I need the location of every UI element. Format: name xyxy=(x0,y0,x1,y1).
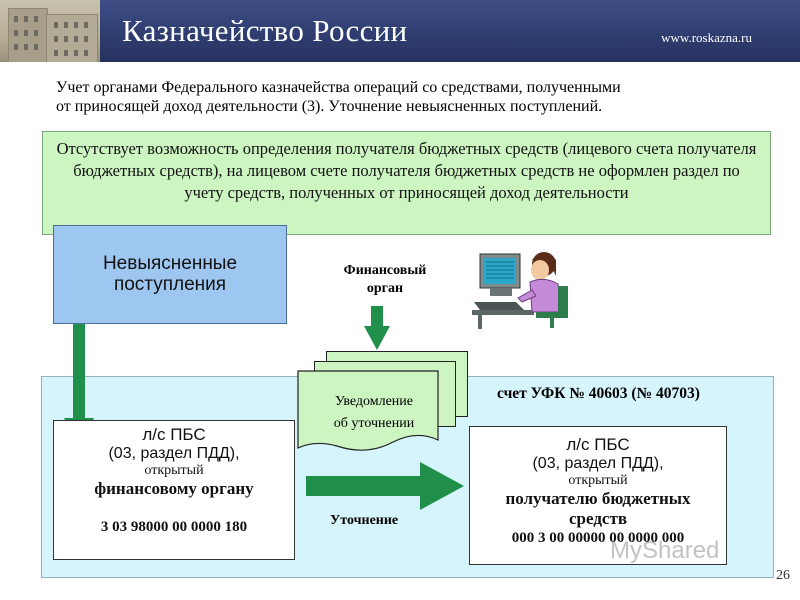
note-box: Отсутствует возможность определения полу… xyxy=(42,131,771,235)
right-account-box: л/с ПБС (03, раздел ПДД), открытый получ… xyxy=(469,426,727,565)
website-link[interactable]: www.roskazna.ru xyxy=(661,30,752,45)
right-account-code: 000 3 00 00000 00 0000 000 xyxy=(511,530,685,546)
right-account-ls: л/с ПБС xyxy=(566,435,630,454)
subtitle-line-1: Учет органами Федерального казначейства … xyxy=(56,79,621,96)
slide-subtitle: Учет органами Федерального казначейства … xyxy=(56,78,776,116)
header-title: Казначейство России xyxy=(122,13,408,48)
right-account-opened: открытый xyxy=(568,473,628,488)
financial-body-line-1: Финансовый xyxy=(343,263,427,278)
notice-document-icon xyxy=(297,370,439,451)
down-arrow-financial-body xyxy=(364,306,390,350)
notice-line-1: Уведомление xyxy=(334,394,413,409)
financial-body-label: Финансовый орган xyxy=(330,262,440,298)
header-bar: Казначейство России www.roskazna.ru xyxy=(0,0,800,62)
financial-body-line-2: орган xyxy=(366,281,404,296)
page-number: 26 xyxy=(776,568,790,583)
left-account-code: 3 03 98000 00 0000 180 xyxy=(100,519,248,535)
treasury-account-label: счет УФК № 40603 (№ 40703) xyxy=(497,385,700,402)
right-arrow-clarification xyxy=(306,462,464,510)
person-at-computer-icon xyxy=(472,252,568,329)
unclear-line-1: Невыясненные xyxy=(102,253,238,274)
notice-line-2: об уточнении xyxy=(333,416,415,431)
right-account-section: (03, раздел ПДД), xyxy=(532,455,664,472)
right-account-owner-line-2: средств xyxy=(569,509,627,528)
subtitle-line-2: от приносящей доход деятельности (3). Ут… xyxy=(56,98,603,115)
left-account-box: л/с ПБС (03, раздел ПДД), открытый финан… xyxy=(53,420,295,560)
left-account-owner: финансовому органу xyxy=(94,479,254,498)
building-logo-icon xyxy=(0,0,100,62)
right-account-owner-line-1: получателю бюджетных xyxy=(505,489,691,508)
left-account-section: (03, раздел ПДД), xyxy=(108,445,240,462)
notice-label: Уведомление об уточнении xyxy=(312,391,436,435)
watermark: MyShared xyxy=(610,537,720,564)
left-account-opened: открытый xyxy=(144,463,204,478)
clarification-label: Уточнение xyxy=(330,513,399,528)
unclear-receipts-box: Невыясненные поступления xyxy=(53,225,287,324)
unclear-line-2: поступления xyxy=(113,274,227,295)
left-account-ls: л/с ПБС xyxy=(142,425,206,444)
